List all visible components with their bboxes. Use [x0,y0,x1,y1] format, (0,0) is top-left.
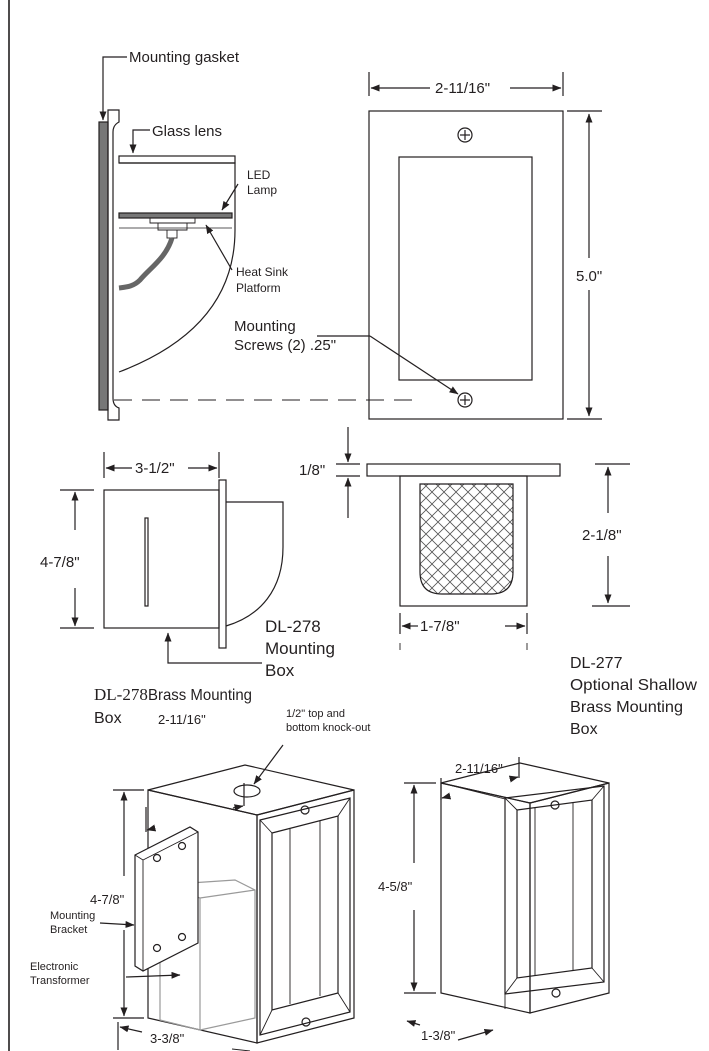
knockout-label-1: 1/2" top and [286,708,345,720]
top-screw-icon [457,127,473,143]
box-top-face [147,764,355,816]
dl277-height-dim: 4-5/8" [378,879,413,894]
front-width-dim: 2-11/16" [435,80,490,97]
shallow-screw-bottom-icon [551,988,561,998]
dl277-title-3: Brass Mounting [570,699,683,716]
box-depth-dim: 3-1/2" [135,460,175,477]
mounting-gasket-label: Mounting gasket [129,49,240,66]
fixture-front-view [317,72,602,420]
dl278-caption-1: DL-278 [265,617,321,636]
faceplate-front-shape [368,110,564,420]
box-slot-shape [144,517,149,607]
heat-sink-label-1: Heat Sink [236,265,289,279]
heat-sink-label-2: Platform [236,281,281,295]
glass-lens-label: Glass lens [152,123,222,140]
box-height-dim: 4-7/8" [40,554,80,571]
mounting-bracket-shape [134,826,199,972]
box-section-view [336,427,630,650]
shallow-frame-outer [504,785,605,995]
dl277-title-2: Optional Shallow [570,677,697,694]
screws-label-1: Mounting [234,318,296,335]
housing-outline-shape [225,501,284,627]
dl278-isometric-view [99,744,355,1051]
dl278-iso-title-rest: Brass Mounting [148,687,252,704]
front-frame-inner [271,815,339,1011]
dl278-iso-title-prefix: DL-278 [94,685,148,704]
dl277-depth-dim: 1-3/8" [421,1028,456,1043]
box-flange-shape [218,479,227,649]
dl277-title-1: DL-277 [570,655,623,672]
mounting-gasket-shape [98,121,109,411]
section-height-dim: 2-1/8" [582,527,622,544]
frame-screw-top-icon [300,805,310,815]
dl277-width-dim: 2-11/16" [455,761,503,776]
lens-opening-shape [398,156,533,381]
box-body-shape [103,489,220,629]
led-lamp-label-2: Lamp [247,183,277,197]
housing-shape [118,162,236,373]
mesh-insert-shape [419,483,514,595]
screws-label-2: Screws (2) .25" [234,337,336,354]
dl278-height-dim: 4-7/8" [90,892,125,907]
bottom-screw-icon [457,392,473,408]
section-box-shape [399,475,528,607]
section-flange-shape [366,463,561,477]
section-flange-dim: 1/8" [299,462,325,479]
bracket-hole-4 [177,932,187,942]
section-width-dim: 1-7/8" [420,618,460,635]
bracket-label-1: Mounting [50,910,95,922]
dl278-depth-dim: 3-3/8" [150,1031,185,1046]
shallow-screw-top-icon [550,800,560,810]
dl278-caption-2: Mounting [265,639,335,658]
transformer-label-1: Electronic [30,961,79,973]
wire-shape [118,237,175,291]
box-side-view [60,452,284,664]
knockout-shape [233,784,261,798]
transformer-label-2: Transformer [30,975,90,987]
bracket-hole-3 [152,943,162,953]
box-front-face [256,789,355,1044]
glass-lens-shape [118,155,236,164]
shallow-frame-inner [516,799,593,979]
dl277-title-4: Box [570,721,598,738]
bracket-label-2: Bracket [50,924,87,936]
bracket-hole-2 [177,841,187,851]
dl278-caption-3: Box [265,661,295,680]
dl277-isometric-view [404,757,610,1041]
frame-screw-bottom-icon [301,1017,311,1027]
heat-sink-platform-shape [118,212,233,219]
dl278-width-dim: 2-11/16" [158,712,206,727]
dl278-iso-title-line2: Box [94,710,122,727]
led-lamp-label-1: LED [247,168,271,182]
labels: Mounting gasket Glass lens LED Lamp Heat… [30,49,697,1046]
knockout-label-2: bottom knock-out [286,722,370,734]
bracket-hole-1 [152,853,162,863]
front-height-dim: 5.0" [576,268,602,285]
transformer-shape [159,879,256,1031]
shallow-front-face [529,782,610,1014]
faceplate-shape [107,109,120,421]
front-frame-outer [259,797,351,1036]
